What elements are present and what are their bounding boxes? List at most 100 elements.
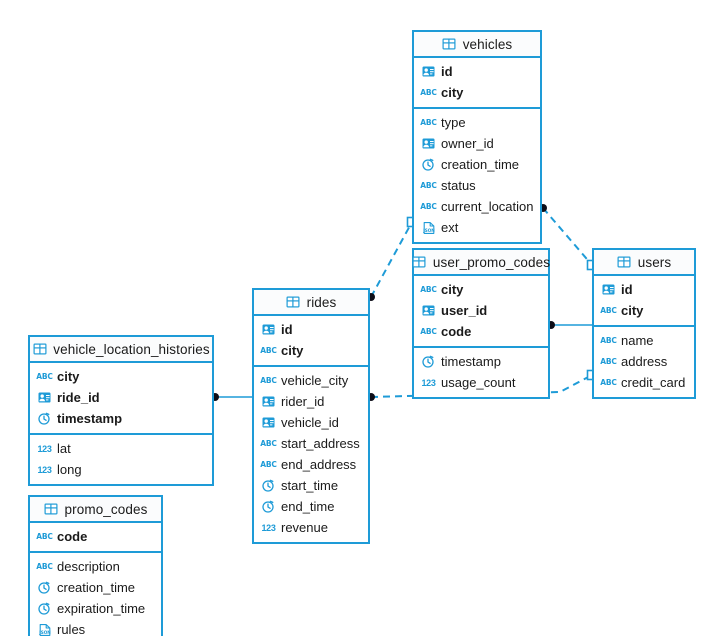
column-name: id [441, 64, 453, 79]
column-row[interactable]: creation_time [414, 154, 540, 175]
column-name: rules [57, 622, 86, 636]
column-row[interactable]: expiration_time [30, 598, 161, 619]
column-name: vehicle_id [281, 415, 339, 430]
table-header-users[interactable]: users [594, 250, 694, 276]
column-name: id [621, 282, 633, 297]
clock-icon [37, 602, 52, 615]
column-row[interactable]: ABC vehicle_city [254, 370, 368, 391]
column-row[interactable]: user_id [414, 300, 548, 321]
column-row[interactable]: timestamp [414, 351, 548, 372]
abc-text-icon: ABC [260, 439, 277, 448]
column-row[interactable]: JSON rules [30, 619, 161, 636]
column-row[interactable]: owner_id [414, 133, 540, 154]
abc-text-icon: ABC [420, 202, 437, 211]
table-grid-icon [617, 256, 632, 269]
svg-text:JSON: JSON [39, 630, 51, 635]
column-name: status [441, 178, 476, 193]
number-icon: 123 [37, 464, 52, 475]
column-name: description [57, 559, 120, 574]
relationship-edge-vehicle-location-histories-to-rides[interactable] [211, 393, 252, 401]
clock-icon [421, 158, 436, 171]
table-title: users [637, 254, 672, 270]
table-header-vehicle_location_histories[interactable]: vehicle_location_histories [30, 337, 212, 363]
column-name: city [57, 369, 80, 384]
number-icon: 123 [261, 522, 276, 533]
column-row[interactable]: id [254, 319, 368, 340]
relationship-edge-rides-to-vehicles[interactable] [367, 216, 418, 302]
table-header-user_promo_codes[interactable]: user_promo_codes [412, 250, 551, 276]
column-row[interactable]: creation_time [30, 577, 161, 598]
column-row[interactable]: JSON ext [414, 217, 540, 238]
column-row[interactable]: id [594, 279, 694, 300]
column-row[interactable]: id [414, 61, 540, 82]
key-id-icon [37, 391, 52, 404]
abc-text-icon: ABC [260, 376, 277, 385]
table-title: user_promo_codes [432, 254, 551, 270]
column-row[interactable]: vehicle_id [254, 412, 368, 433]
column-name: credit_card [621, 375, 686, 390]
table-grid-icon [32, 343, 47, 356]
table-header-rides[interactable]: rides [254, 290, 368, 316]
column-name: long [57, 462, 82, 477]
column-row[interactable]: timestamp [30, 408, 212, 429]
column-row[interactable]: rider_id [254, 391, 368, 412]
column-name: end_time [281, 499, 335, 514]
column-name: rider_id [281, 394, 325, 409]
table-header-promo_codes[interactable]: promo_codes [30, 497, 161, 523]
column-row[interactable]: ABC current_location [414, 196, 540, 217]
table-grid-icon [286, 296, 301, 309]
column-name: current_location [441, 199, 534, 214]
column-row[interactable]: end_time [254, 496, 368, 517]
column-name: user_id [441, 303, 488, 318]
column-row[interactable]: ride_id [30, 387, 212, 408]
column-name: vehicle_city [281, 373, 349, 388]
json-icon: JSON [421, 221, 436, 234]
column-name: type [441, 115, 466, 130]
clock-icon [37, 412, 52, 425]
column-name: creation_time [57, 580, 136, 595]
abc-text-icon: ABC [420, 118, 437, 127]
abc-text-icon: ABC [600, 357, 617, 366]
column-row[interactable]: ABC credit_card [594, 372, 694, 393]
column-row[interactable]: start_time [254, 475, 368, 496]
clock-icon [261, 479, 276, 492]
table-title: vehicle_location_histories [53, 341, 210, 357]
column-name: expiration_time [57, 601, 146, 616]
table-header-vehicles[interactable]: vehicles [414, 32, 540, 58]
column-name: revenue [281, 520, 328, 535]
column-name: ext [441, 220, 459, 235]
table-title: vehicles [462, 36, 513, 52]
table-grid-icon [44, 503, 59, 516]
relationship-edge-users-to-user-promo-codes[interactable] [547, 321, 592, 329]
column-row[interactable]: ABC type [414, 112, 540, 133]
column-row[interactable]: 123 revenue [254, 517, 368, 538]
abc-text-icon: ABC [420, 285, 437, 294]
abc-text-icon: ABC [600, 378, 617, 387]
clock-icon [421, 355, 436, 368]
number-icon: 123 [37, 443, 52, 454]
column-row[interactable]: 123 long [30, 459, 212, 480]
